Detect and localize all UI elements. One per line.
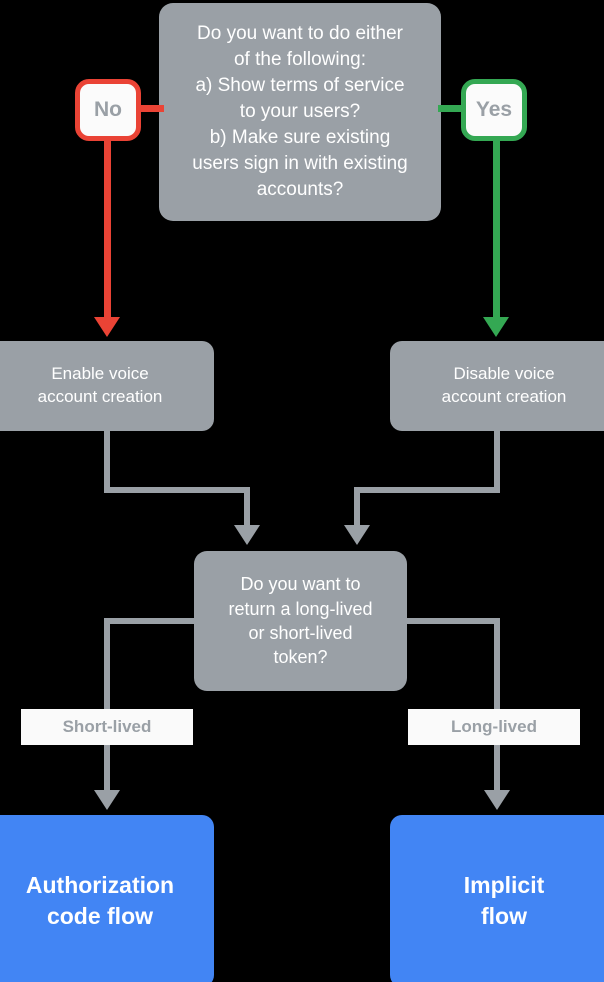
action-node-enable-voice-account-creation: Enable voice account creation <box>0 341 214 431</box>
connector-enable-into-decision <box>244 487 250 529</box>
edge-label-short-lived: Short-lived <box>21 709 193 745</box>
edge-label-long-lived: Long-lived <box>408 709 580 745</box>
decision-node-terms-of-service: Do you want to do either of the followin… <box>159 3 441 221</box>
connector-disable-into-decision <box>354 487 360 529</box>
badge-yes[interactable]: Yes <box>461 79 527 141</box>
arrowhead-short-lived <box>94 790 120 810</box>
connector-yes-stub <box>438 105 466 112</box>
connector-short-lived-horizontal <box>104 618 204 624</box>
connector-disable-down <box>494 431 500 492</box>
arrowhead-yes <box>483 317 509 337</box>
connector-long-lived-horizontal <box>400 618 500 624</box>
decision-node-terms-of-service-text: Do you want to do either of the followin… <box>192 22 408 201</box>
connector-enable-down <box>104 431 110 492</box>
connector-no-stub <box>136 105 164 112</box>
action-node-disable-voice-account-creation-text: Disable voice account creation <box>441 364 567 406</box>
terminal-node-implicit-flow-text: Implicit flow <box>463 872 545 929</box>
terminal-node-implicit-flow: Implicit flow <box>390 815 604 982</box>
arrowhead-no <box>94 317 120 337</box>
arrowhead-long-lived <box>484 790 510 810</box>
connector-yes-vertical <box>493 136 500 319</box>
terminal-node-authorization-code-flow-text: Authorization code flow <box>25 872 175 929</box>
terminal-node-authorization-code-flow: Authorization code flow <box>0 815 214 982</box>
connector-no-vertical <box>104 136 111 319</box>
decision-node-token-lifetime: Do you want to return a long-lived or sh… <box>194 551 407 691</box>
arrowhead-disable-to-token-decision <box>344 525 370 545</box>
action-node-disable-voice-account-creation: Disable voice account creation <box>390 341 604 431</box>
badge-no[interactable]: No <box>75 79 141 141</box>
edge-label-short-lived-text: Short-lived <box>62 717 152 736</box>
badge-no-label: No <box>94 98 122 121</box>
arrowhead-enable-to-token-decision <box>234 525 260 545</box>
connector-enable-right <box>104 487 250 493</box>
badge-yes-label: Yes <box>475 98 513 121</box>
action-node-enable-voice-account-creation-text: Enable voice account creation <box>37 364 163 406</box>
connector-disable-left <box>354 487 500 493</box>
decision-node-token-lifetime-text: Do you want to return a long-lived or sh… <box>228 574 373 668</box>
edge-label-long-lived-text: Long-lived <box>451 717 537 736</box>
